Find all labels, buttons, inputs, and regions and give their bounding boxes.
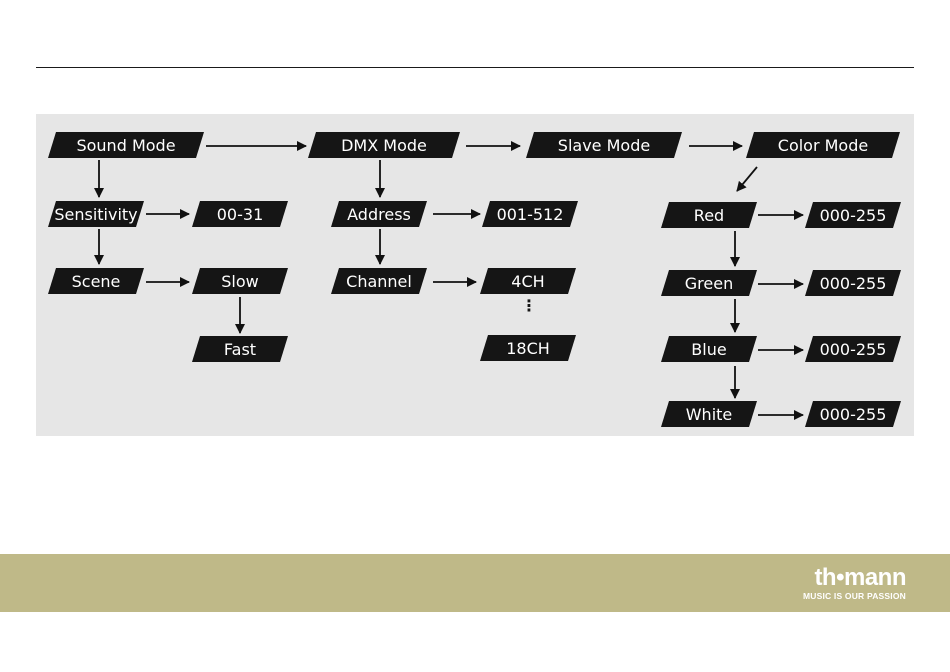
color-mode-box: Color Mode <box>746 132 900 158</box>
sensitivity-box: Sensitivity <box>48 201 144 227</box>
diagram-panel <box>36 114 914 436</box>
sound-mode-box: Sound Mode <box>48 132 204 158</box>
slow-box: Slow <box>192 268 288 294</box>
4ch-box: 4CH <box>480 268 576 294</box>
thomann-logo: th•mann MUSIC IS OUR PASSION <box>803 566 906 602</box>
18ch-box: 18CH <box>480 335 576 361</box>
logo-tagline: MUSIC IS OUR PASSION <box>803 590 906 602</box>
blue-box: Blue <box>661 336 757 362</box>
white-box: White <box>661 401 757 427</box>
footer-bar: th•mann MUSIC IS OUR PASSION <box>0 554 950 612</box>
blue-range-box: 000-255 <box>805 336 901 362</box>
sensitivity-range-box: 00-31 <box>192 201 288 227</box>
green-range-box: 000-255 <box>805 270 901 296</box>
address-range-box: 001-512 <box>482 201 578 227</box>
green-box: Green <box>661 270 757 296</box>
channel-ellipsis: ⋮ <box>519 303 539 309</box>
dmx-mode-box: DMX Mode <box>308 132 460 158</box>
red-box: Red <box>661 202 757 228</box>
fast-box: Fast <box>192 336 288 362</box>
slave-mode-box: Slave Mode <box>526 132 682 158</box>
scene-box: Scene <box>48 268 144 294</box>
red-range-box: 000-255 <box>805 202 901 228</box>
white-range-box: 000-255 <box>805 401 901 427</box>
channel-box: Channel <box>331 268 427 294</box>
header-rule <box>36 67 914 68</box>
address-box: Address <box>331 201 427 227</box>
logo-wordmark: th•mann <box>803 566 906 590</box>
